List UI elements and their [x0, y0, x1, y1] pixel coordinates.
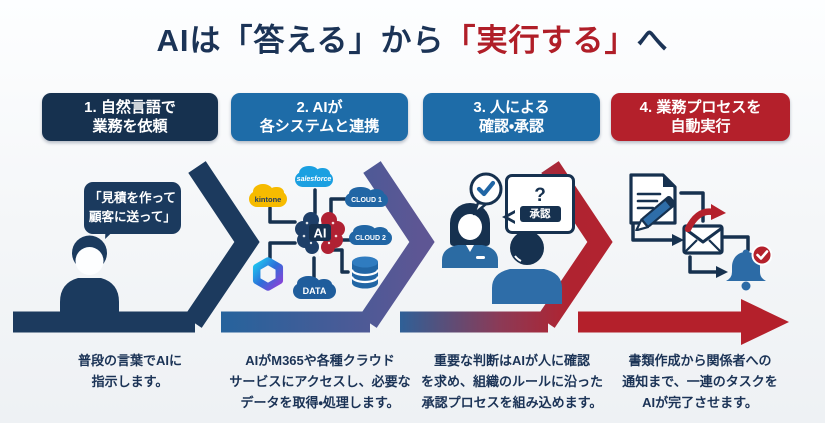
speech-bubble-line: 「見積を作って	[89, 190, 176, 205]
step-label-line: 業務を依頼	[92, 118, 168, 135]
approval-bubble: ? 承認	[502, 174, 575, 234]
arrowhead	[672, 234, 684, 246]
kintone-label: kintone	[254, 194, 282, 204]
caption-line: AIがM365や各種クラウド	[245, 353, 395, 368]
flow-chevron-2	[359, 161, 435, 328]
check-bubble-icon	[469, 172, 503, 216]
title-part-suffix: へ	[636, 23, 669, 58]
caption-line: データを取得・処理します。	[240, 394, 400, 410]
envelope-icon	[682, 224, 724, 255]
caption-line: 指示します。	[91, 373, 169, 389]
caption-line: サービスにアクセスし、必要な	[229, 373, 411, 389]
caption-line: 通知まで、一連のタスクを	[622, 373, 778, 389]
task-flow-arrows	[631, 191, 750, 278]
step-label-line: 1. 自然言語で	[84, 98, 176, 116]
caption-step-3: 重要な判断はAIが人に確認 を求め、組織のルールに沿った 承認プロセスを組み込め…	[410, 351, 614, 413]
ai-label: AI	[314, 226, 327, 241]
caption-line: 承認プロセスを組み込めます。	[421, 394, 603, 410]
step-label-line: 確認・承認	[478, 118, 545, 135]
m365-logo-icon	[252, 257, 284, 291]
man-silhouette-icon	[492, 231, 562, 304]
caption-line: 重要な判断はAIが人に確認	[433, 353, 590, 368]
caption-line: を求め、組織のルールに沿った	[420, 373, 603, 389]
data-cloud-icon: DATA	[293, 276, 336, 299]
ai-brain-icon: AI	[295, 212, 345, 256]
bell-notification-icon	[726, 244, 772, 291]
step-label-line: 3. 人による	[473, 98, 550, 116]
title-part-red: 「実行する」	[444, 23, 637, 58]
caption-step-4: 書類作成から関係者への 通知まで、一連のタスクを AIが完了させます。	[602, 351, 798, 413]
salesforce-cloud-logo: salesforce	[295, 165, 333, 187]
step-2-header: 2. AIが 各システムと連携	[231, 93, 408, 141]
cloud-1-label: CLOUD 1	[351, 196, 382, 204]
step-label-line: 2. AIが	[296, 98, 343, 116]
kintone-cloud-logo: kintone	[249, 184, 287, 207]
cloud-1-icon: CLOUD 1	[345, 187, 388, 207]
speech-bubble-line: 顧客に送って」	[89, 210, 176, 224]
cloud-2-label: CLOUD 2	[355, 234, 386, 242]
step-label-line: 4. 業務プロセスを	[639, 98, 762, 116]
redo-swoosh-arrow	[684, 204, 726, 232]
caption-line: 普段の言葉でAIに	[77, 353, 182, 368]
flow-chevron-1	[184, 161, 260, 328]
caption-line: 書類作成から関係者への	[628, 353, 772, 368]
caption-step-2: AIがM365や各種クラウド サービスにアクセスし、必要な データを取得・処理し…	[220, 351, 420, 413]
step-label-line: 自動実行	[670, 118, 731, 135]
approve-button-label: 承認	[519, 205, 561, 223]
title-part-navy: AIは「答える」から	[156, 23, 445, 58]
data-label: DATA	[302, 286, 327, 296]
speech-bubble: 「見積を作って 顧客に送って」	[84, 182, 181, 234]
arrowhead	[716, 266, 728, 278]
user-silhouette-icon	[60, 235, 119, 320]
step-label-line: 各システムと連携	[259, 118, 380, 135]
caption-line: AIが完了させます。	[642, 394, 758, 410]
system-connector-lines	[268, 188, 354, 284]
bubble-tail	[503, 212, 517, 222]
flow-arrowhead	[741, 299, 789, 345]
salesforce-label: salesforce	[296, 176, 332, 183]
document-pencil-icon	[629, 173, 677, 231]
woman-silhouette-icon	[442, 203, 498, 268]
step-3-header: 3. 人による 確認・承認	[423, 93, 600, 141]
question-mark: ?	[534, 184, 546, 206]
step-1-header: 1. 自然言語で 業務を依頼	[42, 93, 218, 141]
database-icon	[350, 256, 380, 289]
step-4-header: 4. 業務プロセスを 自動実行	[611, 93, 790, 141]
page-title: AIは「答える」から「実行する」へ	[0, 15, 825, 60]
caption-step-1: 普段の言葉でAIに 指示します。	[30, 351, 230, 393]
cloud-2-icon: CLOUD 2	[349, 225, 392, 245]
